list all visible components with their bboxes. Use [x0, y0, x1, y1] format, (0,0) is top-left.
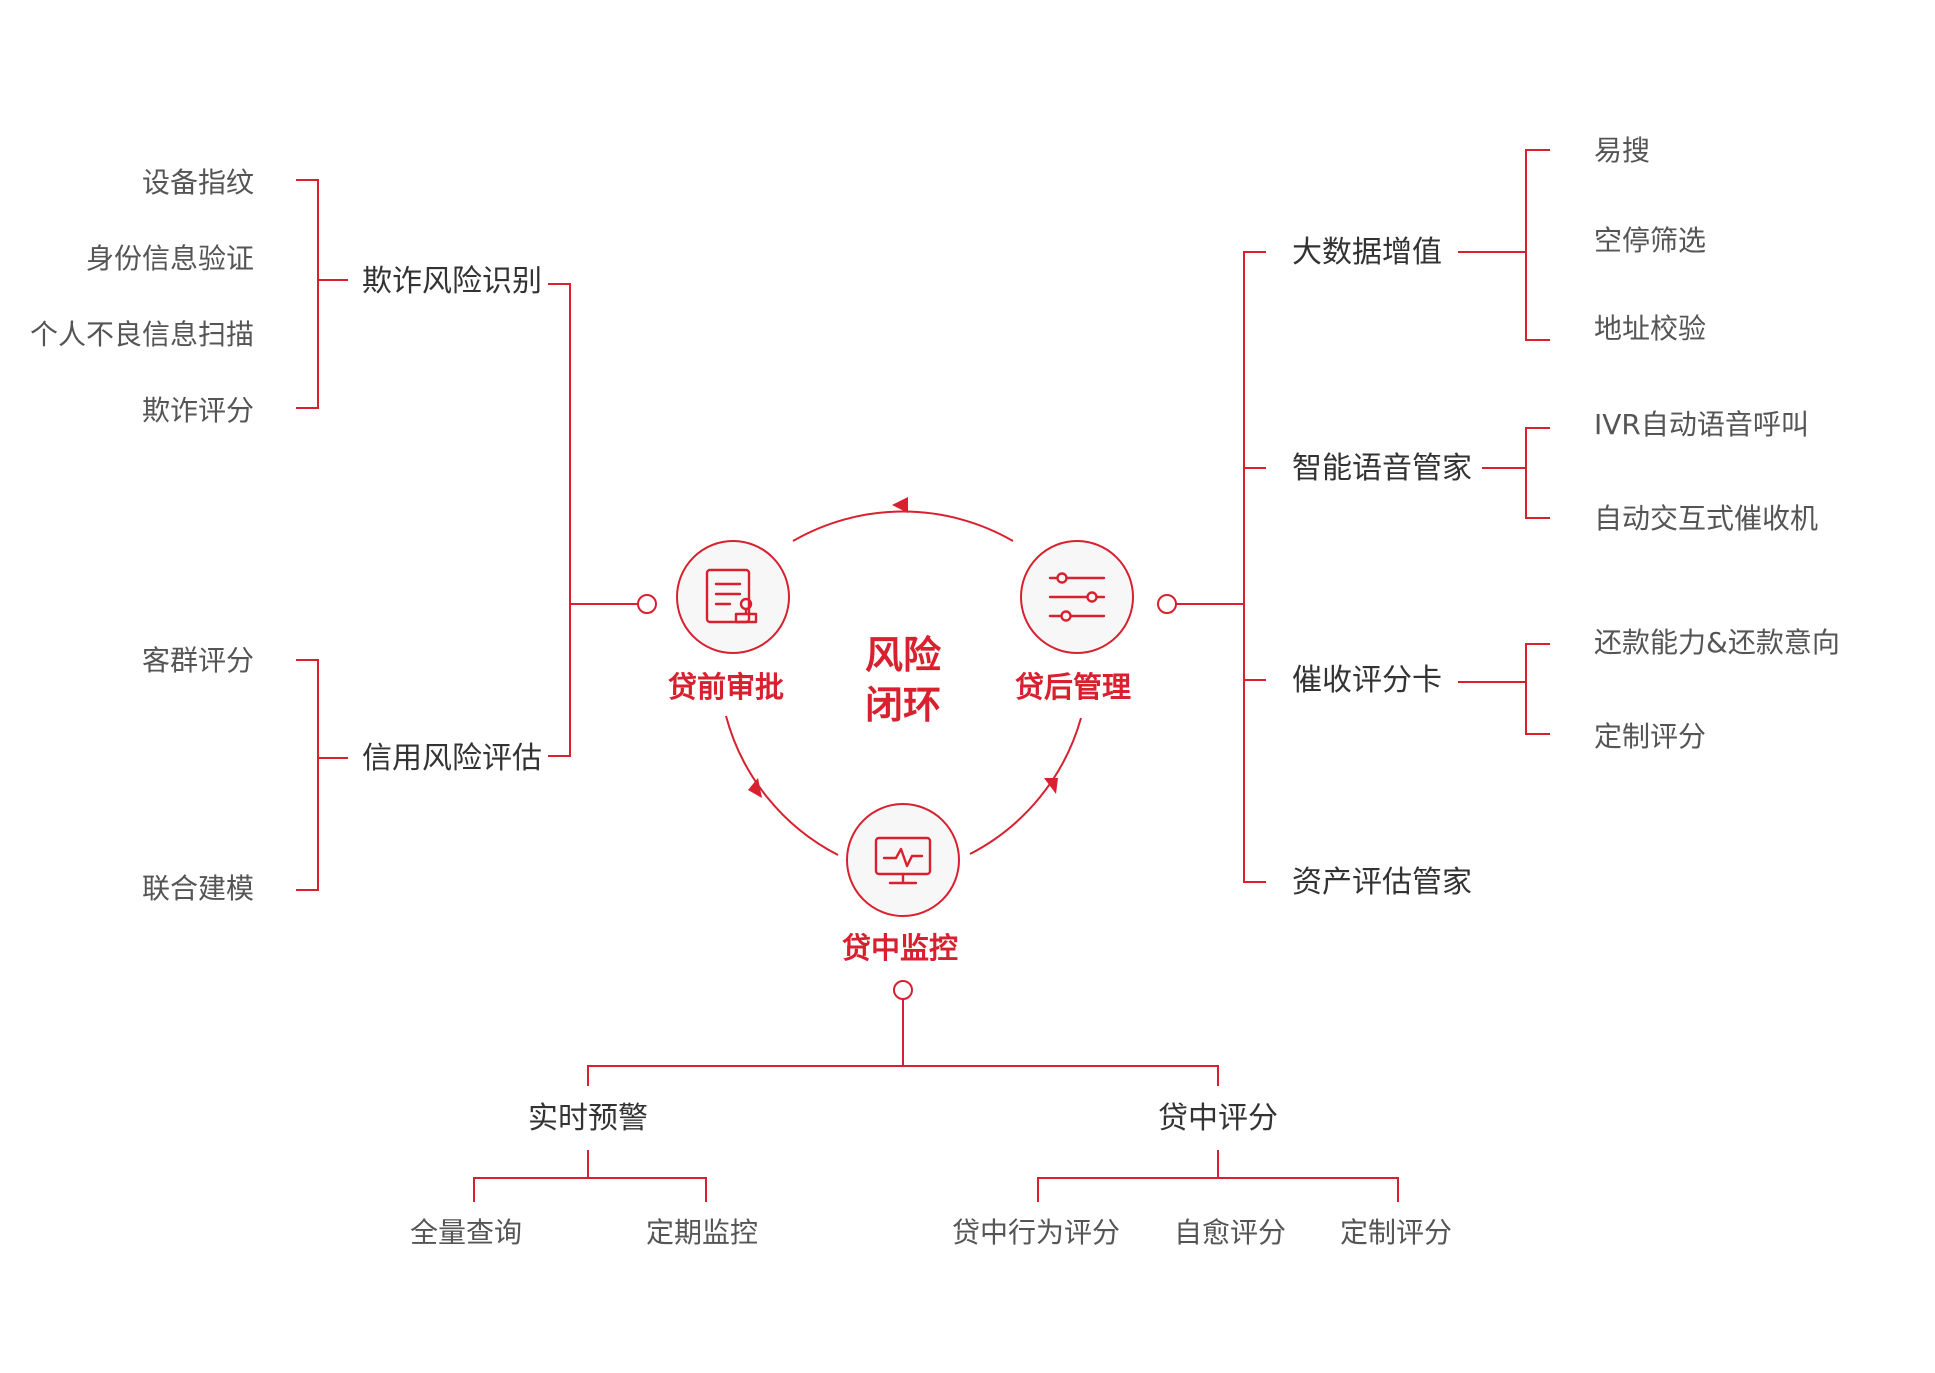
sliders-icon — [1048, 572, 1106, 622]
post-loan-tree: 大数据增值 智能语音管家 催收评分卡 资产评估管家 易搜 空停筛选 地址校验 I… — [1157, 134, 1840, 900]
big-data-leaf-2: 空停筛选 — [1594, 224, 1706, 257]
center-title-line-1: 风险 — [865, 633, 942, 677]
pre-loan-main-bracket — [548, 283, 571, 757]
fraud-risk-label: 欺诈风险识别 — [362, 264, 542, 299]
mid-loan-node — [893, 980, 913, 1000]
big-data-label: 大数据增值 — [1292, 235, 1442, 270]
scoring-leaf-3: 定制评分 — [1340, 1216, 1452, 1249]
collection-leaves-bracket — [1525, 643, 1550, 735]
loop-arc-top — [792, 510, 1014, 542]
big-data-leaf-3: 地址校验 — [1594, 312, 1706, 345]
big-data-leaf-1: 易搜 — [1594, 134, 1650, 167]
loop-arc-right — [969, 717, 1082, 855]
fraud-leaf-1: 设备指纹 — [142, 166, 254, 199]
risk-loop: 贷前审批 贷后管理 贷中监控 风险 闭环 — [668, 497, 1134, 965]
pre-loan-stage-label: 贷前审批 — [668, 670, 784, 704]
warning-leaves-bracket — [473, 1177, 707, 1202]
voice-leaf-1: IVR自动语音呼叫 — [1594, 408, 1809, 441]
scoring-label: 贷中评分 — [1158, 1101, 1278, 1136]
warning-label: 实时预警 — [528, 1101, 648, 1136]
collection-leaf-1: 还款能力&还款意向 — [1594, 626, 1840, 659]
voice-leaves-bracket — [1525, 427, 1550, 519]
asset-label: 资产评估管家 — [1292, 865, 1472, 900]
arrow-left — [748, 778, 762, 798]
center-title-line-2: 闭环 — [865, 683, 941, 727]
mid-loan-circle — [846, 803, 960, 917]
arrow-right — [1044, 778, 1058, 794]
warning-leaf-2: 定期监控 — [646, 1216, 758, 1249]
collection-leaf-2: 定制评分 — [1594, 720, 1706, 753]
fraud-leaf-2: 身份信息验证 — [86, 242, 254, 275]
mid-loan-main-bracket — [587, 1065, 1219, 1086]
credit-leaf-1: 客群评分 — [142, 644, 254, 677]
post-loan-stage-label: 贷后管理 — [1015, 670, 1131, 704]
mid-loan-stage-label: 贷中监控 — [842, 931, 958, 965]
mid-loan-tree: 实时预警 贷中评分 全量查询 定期监控 贷中行为评分 自愈评分 定制评分 — [410, 980, 1452, 1249]
pre-loan-node — [637, 594, 657, 614]
post-loan-main-bracket — [1243, 251, 1266, 883]
scoring-leaves-bracket — [1037, 1177, 1399, 1202]
scoring-leaf-2: 自愈评分 — [1174, 1216, 1286, 1249]
credit-risk-label: 信用风险评估 — [362, 741, 542, 776]
fraud-leaves-bracket — [296, 179, 319, 409]
loop-arc-left — [725, 715, 839, 856]
pre-loan-tree: 设备指纹 身份信息验证 个人不良信息扫描 欺诈评分 欺诈风险识别 客群评分 联合… — [30, 166, 657, 905]
post-loan-node — [1157, 594, 1177, 614]
document-approval-icon — [705, 568, 758, 624]
credit-leaf-2: 联合建模 — [142, 872, 254, 905]
voice-label: 智能语音管家 — [1292, 451, 1472, 486]
credit-leaves-bracket — [296, 659, 319, 891]
voice-leaf-2: 自动交互式催收机 — [1594, 502, 1818, 535]
scoring-leaf-1: 贷中行为评分 — [952, 1216, 1120, 1249]
fraud-leaf-3: 个人不良信息扫描 — [30, 318, 254, 351]
pre-loan-circle — [676, 540, 790, 654]
fraud-leaf-4: 欺诈评分 — [142, 394, 254, 427]
warning-leaf-1: 全量查询 — [410, 1216, 522, 1249]
big-data-leaves-bracket — [1525, 149, 1550, 341]
monitor-pulse-icon — [874, 836, 932, 885]
collection-label: 催收评分卡 — [1292, 663, 1442, 698]
arrow-top — [892, 497, 908, 513]
